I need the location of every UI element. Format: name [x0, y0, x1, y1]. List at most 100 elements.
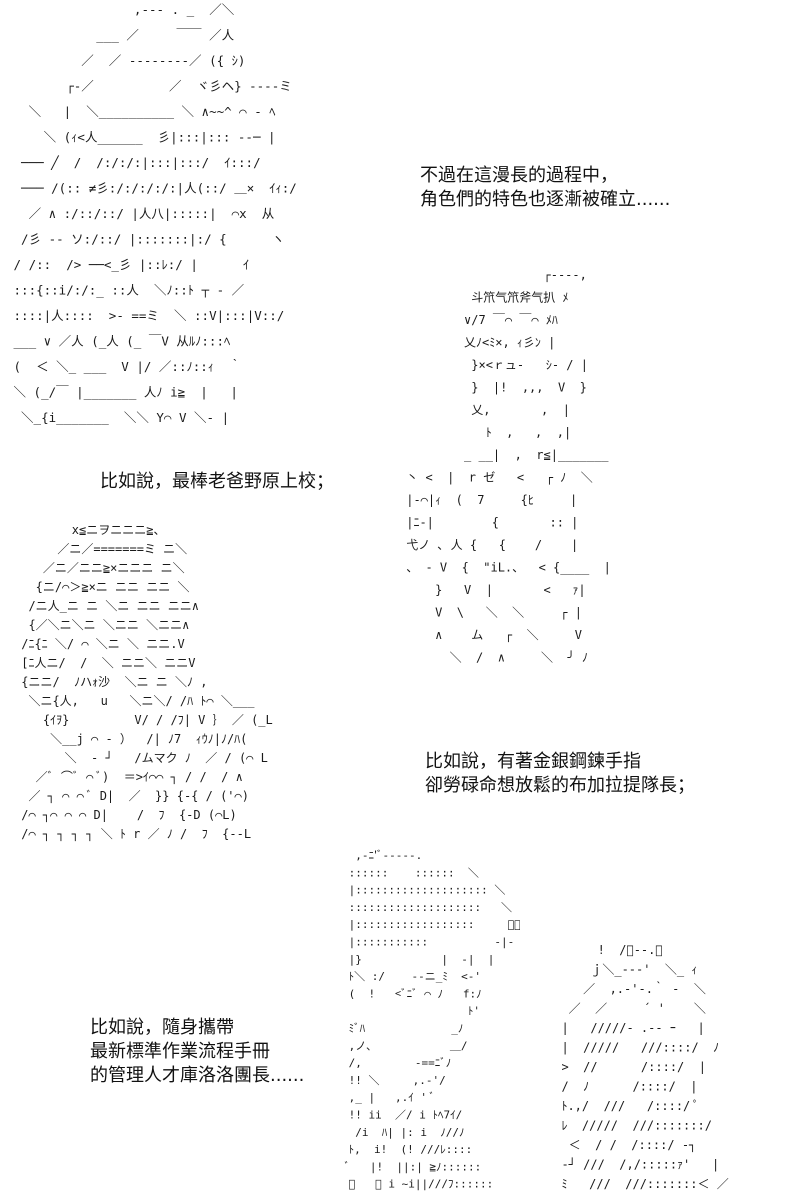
art4-line-5: |:::::::::::::::::: ﾞ、 [342, 918, 520, 931]
caption-4-line-3: 的管理人才庫洛洛團長...... [90, 1065, 305, 1086]
art1-line-8: ─── /(:: ≠彡:/:/:/:/:|人(::/ ＿× ｲｨ:/ [6, 181, 297, 196]
caption-2: 比如說，最棒老爸野原上校； [100, 470, 334, 494]
art1-line-11: / /:: /> ──<_彡 |::ﾚ:/ | ｲ [6, 257, 249, 272]
art5-line-10: ﾚ ///// ///:::::::/ [547, 1119, 712, 1133]
caption-1-line-1: 不過在這漫長的過程中， [420, 165, 618, 186]
caption-4-line-2: 最新標準作業流程手冊 [90, 1041, 270, 1062]
character-art-2: ┌‐‐-‐, 斗笊气笊斧气扒 ﾒ ∨/7 ￣⌒ ￣⌒ ﾒﾊ 乂ﾉ<ﾐ×, ｨ彡ﾝ… [395, 265, 800, 685]
art3-line-7: /ﾆ{ﾆ ＼/ ⌒ ＼ニ ＼ ニニ.V [14, 637, 185, 651]
art3-line-6: {／＼ニ＼ニ ＼ニニ ＼ニニ∧ [14, 618, 189, 632]
caption-3-line-1: 比如說，有著金銀鋼鍊手指 [425, 751, 641, 772]
art3-line-10: ＼ニ{人, u ＼ニ＼/ /ﾊ ﾄ⌒ ＼___ [14, 694, 255, 708]
art2-line-13: 弋ノ ､ 人 { { / | [399, 538, 578, 552]
art1-line-10: /彡 ‐‐ ソ:/::/ |:::::::|:/ { ヽ [6, 232, 284, 247]
art3-line-1: x≦ニヲニニニ≧、 [14, 523, 165, 537]
art4-line-7: |} ︎ | ‐| | [342, 953, 494, 966]
caption-4: 比如說，隨身攜帶 最新標準作業流程手冊 的管理人才庫洛洛團長...... [90, 1016, 304, 1088]
art-5-svg: ! /ﾞ‐‐.、 ｊ＼_‐‐‐' ＼_ ｨ ／ ,.‐'‐.｀ ‐ ＼ ／ ／ … [547, 943, 729, 1191]
art3-line-11: {ｲｦ} V/ / /ﾌ| V ｝ ／ (_L [14, 713, 273, 727]
character-art-5: ! /ﾞ‐‐.、 ｊ＼_‐‐‐' ＼_ ｨ ／ ,.‐'‐.｀ ‐ ＼ ／ ／ … [545, 940, 800, 1200]
art4-line-10: ﾄ' [342, 1005, 480, 1018]
art4-line-19: ﾞ |! ||:| ≧ﾉ:::::: [342, 1160, 481, 1173]
art4-line-6: |::::::::::: ‐|- i [342, 936, 520, 949]
art2-line-4: 乂ﾉ<ﾐ×, ｨ彡ﾝ | [399, 336, 555, 350]
character-art-4: ,‐ﾆ'ﾞ‐‐‐‐-. :::::: :::::: ＼ |:::::::::::… [340, 845, 520, 1200]
art5-line-5: | /////‐ .‐‐ ｰ | [547, 1021, 705, 1035]
art2-line-17: ∧ ム ┌ ＼ V [399, 628, 582, 642]
art4-line-16: !! ii ／/ i ﾄﾍ7ｲ/ [342, 1109, 462, 1122]
art2-line-12: |ﾆ‐| { :: | [399, 516, 578, 530]
art1-line-5: ＼ | ＼__________ ＼ ∧~~^ ⌒ ‐ ﾍ [6, 104, 276, 119]
art1-line-3: ／ ／ ‐‐‐‐‐‐‐‐／ ({ ｼ) [6, 53, 245, 68]
art1-line-1: ,-‐- . _ ／＼ [6, 2, 235, 17]
art1-line-2: ___ ／ ￣￣ ／人 [6, 28, 235, 43]
art1-line-17: ＼_{i_______ ＼＼ Y⌒ V ＼‐ | [6, 410, 229, 425]
art4-line-12: ,ノ、 ＿/ [342, 1039, 468, 1052]
art5-line-11: ＜ / / /::::/ ‐┐ [547, 1138, 696, 1152]
art1-line-13: ::::|人:::: >‐ ==ミ ＼ ::V|:::|V::/ [6, 308, 284, 323]
art4-line-2: :::::: :::::: ＼ [342, 866, 479, 879]
art4-line-15: ,_ | ,.ｲ ' ﾞ [342, 1091, 435, 1104]
caption-1-line-2: 角色們的特色也逐漸被確立...... [420, 189, 671, 210]
art4-line-14: !! ＼ ,.‐'/ [342, 1074, 446, 1087]
character-art-1: ,-‐- . _ ／＼ ___ ／ ￣￣ ／人 ／ ／ ‐‐‐‐‐‐‐‐／ ({… [0, 0, 420, 440]
art3-line-2: ／ニ／=======ミ ニ＼ [14, 542, 187, 556]
caption-4-line-1: 比如說，隨身攜帶 [90, 1017, 234, 1038]
art4-line-3: |:::::::::::::::::::: ＼ [342, 884, 505, 897]
art3-line-8: [ﾆ人ニ/ / ＼ ニニ＼ ニニV [14, 656, 195, 670]
character-art-3: x≦ニヲニニニ≧、 ／ニ／=======ミ ニ＼ ／ニ／ニニ≧×ニニニ ニ＼ {… [10, 520, 405, 850]
art1-line-4: ┌‐／ ／ ヾ彡ヘ} ‐‐‐‐ミ [6, 79, 292, 94]
art1-line-7: ─── ╱ / /:/:/:|:::|:::/ ｲ:::/ [6, 155, 261, 170]
art5-line-9: ﾄ.,/ /// /::::/ ﾟ [547, 1099, 699, 1113]
art3-line-4: {ニ/⌒＞≧×ニ ニニ ニニ ＼ [14, 580, 189, 594]
art5-line-1: ! /ﾞ‐‐.、 [547, 943, 663, 957]
art5-line-6: | ///// ///::::/ ﾉ [547, 1041, 719, 1055]
art2-line-6: } |! ,,, V } [399, 381, 587, 395]
art4-line-9: ( ! <ﾞﾆﾞ ⌒ ﾉ f:ﾉ [342, 987, 482, 1000]
art2-line-10: 丶 < | r ゼ < ┌ ﾉ ＼ [399, 471, 593, 485]
art5-line-7: > // /::::/ | [547, 1060, 706, 1074]
art2-line-5: }×<ｒュ‐ ｼ‐ / | [399, 358, 588, 372]
caption-3: 比如說，有著金銀鋼鍊手指 卻勞碌命想放鬆的布加拉提隊長； [425, 750, 695, 798]
art5-line-4: ／ ／ ´ ' ＼ [547, 1002, 706, 1016]
art3-line-5: /ニ人_ニ ニ ＼ニ ニニ ニニ∧ [14, 599, 199, 613]
art2-line-3: ∨/7 ￣⌒ ￣⌒ ﾒﾊ [399, 313, 558, 327]
art5-line-8: / ﾉ /::::/ | [547, 1080, 698, 1094]
art-1-svg: ,-‐- . _ ／＼ ___ ／ ￣￣ ／人 ／ ／ ‐‐‐‐‐‐‐‐／ ({… [6, 2, 297, 425]
caption-1: 不過在這漫長的過程中， 角色們的特色也逐漸被確立...... [420, 164, 670, 212]
art2-line-16: V \ ＼ ＼ ┌ | [399, 606, 582, 620]
art2-line-8: ﾄ , , ,| [399, 426, 571, 440]
art1-line-6: ＼ (ｨ<人______ 彡|:::|::: ‐‐─ | [6, 130, 276, 145]
art5-line-2: ｊ＼_‐‐‐' ＼_ ｨ [547, 963, 697, 977]
art2-line-2: 斗笊气笊斧气扒 ﾒ [399, 290, 568, 305]
art5-line-12: ‐┘ /// /,/:::::ｧ' | [547, 1157, 719, 1172]
art1-line-9: ／ ∧ :/::/::/ |人八|:::::| ⌒x 从 [6, 206, 274, 221]
art4-line-20: ﾞ ﾞ i ~i||///ﾌ:::::: [342, 1178, 493, 1191]
art-2-svg: ┌‐‐-‐, 斗笊气笊斧气扒 ﾒ ∨/7 ￣⌒ ￣⌒ ﾒﾊ 乂ﾉ<ﾐ×, ｨ彡ﾝ… [399, 268, 611, 665]
art1-line-14: ___ ∨ ／人 (_人 (_ ￣V 从ﾙﾉ:::ﾍ [6, 334, 230, 349]
art4-line-4: :::::::::::::::::::: ＼ [342, 901, 512, 914]
art1-line-16: ＼ (_/￣ |_______ 人ﾉ i≧ | | [6, 385, 238, 400]
art1-line-12: :::{::i/:/:_ ::人 ＼ﾉ::ﾄ ┬ ‐ ／ [6, 283, 245, 298]
art4-line-18: ﾄ, i! (! ///ﾚ:::: [342, 1143, 472, 1156]
art2-line-11: |‐⌒|ｨ ( 7 {ﾋ | [399, 493, 577, 507]
caption-3-line-2: 卻勞碌命想放鬆的布加拉提隊長； [425, 775, 695, 796]
art4-line-8: ﾄ＼ :/ ‐-ニ_ﾐ <‐' [342, 970, 481, 983]
art2-line-14: 、 ‐ V { "iL.、 < {____ | [399, 561, 611, 575]
art2-line-1: ┌‐‐-‐, [399, 268, 587, 282]
art5-line-13: ﾐ /// ///:::::::＜ ／ [547, 1177, 729, 1191]
caption-2-line-1: 比如說，最棒老爸野原上校； [100, 471, 334, 492]
art1-line-15: ( ＜ ＼_ ___ V |/ ／::ﾉ::ｨ ｀ [6, 358, 242, 374]
art5-line-3: ／ ,.‐'‐.｀ ‐ ＼ [547, 980, 706, 996]
art3-line-15: ／ ┐ ⌒ ⌒ ﾞ D| ／ }} {‐{ / ('⌒) [14, 789, 249, 803]
art4-line-13: /, ‐==ﾆﾞﾉ [342, 1057, 451, 1070]
art2-line-9: _ __| , r≦|_______ [399, 448, 609, 462]
art3-line-12: ＼__j ⌒ ‐ ） /| ﾉ7 ｨｳﾉ|ﾉ/ﾊ( [14, 732, 247, 746]
art-4-svg: ,‐ﾆ'ﾞ‐‐‐‐-. :::::: :::::: ＼ |:::::::::::… [342, 849, 520, 1191]
art-3-svg: x≦ニヲニニニ≧、 ／ニ／=======ミ ニ＼ ／ニ／ニニ≧×ニニニ ニ＼ {… [14, 523, 273, 841]
art3-line-14: ／ﾞ ⌒ﾞ ⌒ ﾞ) ＝>ｲ⌒⌒ ┐ / / / ∧ [14, 770, 243, 784]
art3-line-9: {ニニ/ ﾉハｫ沙 ＼ニ ニ ＼ﾉ , [14, 675, 207, 689]
art2-line-18: ＼ / ∧ ＼ ╯ ﾉ [399, 650, 588, 665]
art3-line-17: /⌒ ┐ ┐ ┐ ┐ ＼ ﾄ r ／ ﾉ / ﾌ {‐‐L [14, 827, 251, 841]
